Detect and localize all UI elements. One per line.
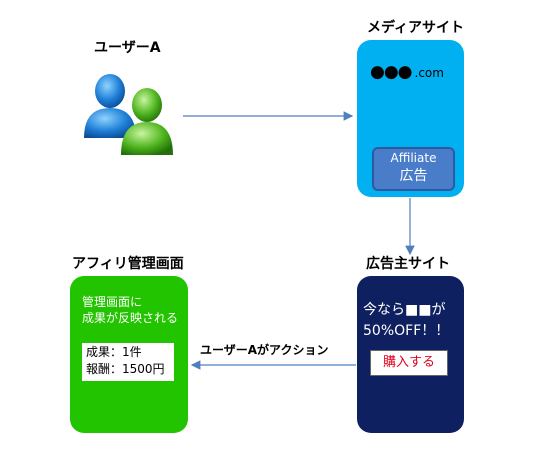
affiliate-admin-title: アフィリ管理画面	[72, 256, 184, 272]
action-arrow-label: ユーザーAがアクション	[200, 343, 329, 357]
note-line2: 成果が反映される	[82, 311, 179, 325]
affiliate-note: 管理画面に 成果が反映される	[82, 294, 187, 326]
advertiser-site-title: 広告主サイト	[366, 256, 450, 272]
promo-line1: 今なら■■が	[363, 302, 446, 318]
promo-line2: 50%OFF！！	[363, 323, 450, 339]
domain-suffix: .com	[414, 66, 444, 80]
media-domain: ●●●.com	[370, 62, 444, 82]
media-site-title: メディアサイト	[367, 20, 465, 36]
note-line1: 管理画面に	[82, 295, 143, 309]
ad-line2: 広告	[399, 168, 428, 184]
affiliate-ad-banner[interactable]: Affiliate 広告	[372, 147, 455, 191]
users-icon	[84, 74, 173, 155]
user-label: ユーザーA	[94, 40, 161, 56]
affiliate-result-panel: 成果：1件 報酬：1500円	[82, 343, 174, 381]
domain-dots: ●●●	[370, 62, 413, 82]
advertiser-promo: 今なら■■が 50%OFF！！	[363, 300, 463, 342]
buy-button[interactable]: 購入する	[370, 350, 448, 376]
result-line2: 報酬：1500円	[86, 362, 165, 376]
result-line1: 成果：1件	[86, 345, 142, 359]
ad-line1: Affiliate	[390, 151, 437, 165]
